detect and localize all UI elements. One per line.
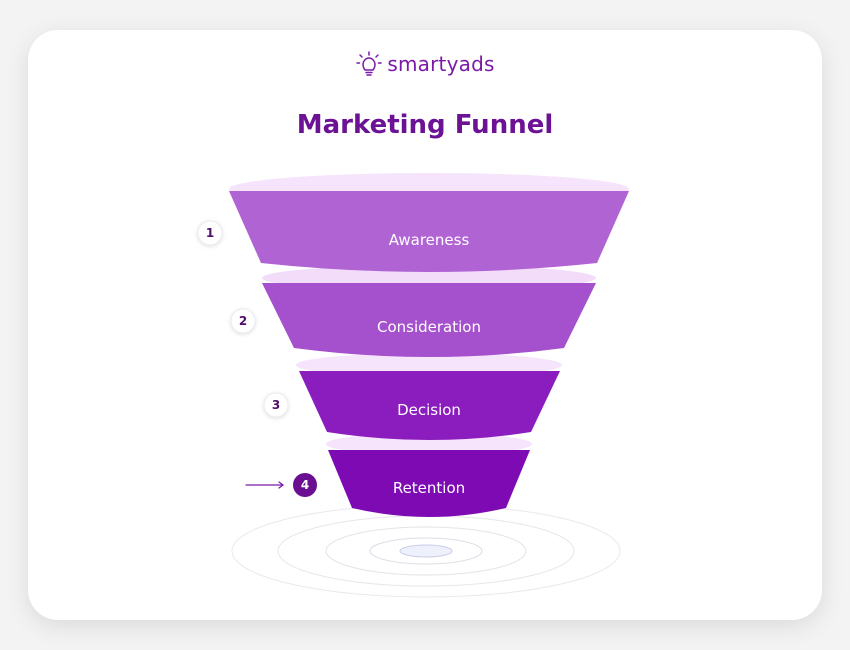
brand-name: smartyads [387,52,495,76]
brand-logo: smartyads [0,50,850,78]
arrow-right-icon [245,481,284,489]
stage-number-4: 4 [301,478,309,492]
stage-number-badge-2: 2 [230,308,256,334]
stage-number-1: 1 [206,226,214,240]
stage-rim [326,433,532,455]
stage-number-badge-4: 4 [293,473,317,497]
stage-body [229,191,629,272]
stage-number-badge-1: 1 [197,220,223,246]
page-title: Marketing Funnel [296,110,554,140]
stage-number-badge-3: 3 [263,392,289,418]
stage-body [299,371,560,440]
stage-number-2: 2 [239,314,247,328]
stage-body [328,450,530,517]
funnel-stage-consideration: Consideration [262,265,596,357]
funnel-stage-retention: Retention [326,433,532,517]
stage-label-awareness: Awareness [389,231,470,249]
lightbulb-icon [356,51,383,76]
stage-label-decision: Decision [397,401,461,419]
stage-label-retention: Retention [393,479,465,497]
stage-label-consideration: Consideration [377,318,481,336]
stage-number-3: 3 [272,398,280,412]
base-rings [231,504,621,598]
funnel-stage-decision: Decision [296,353,562,440]
stage-body [262,283,596,357]
funnel-stage-awareness: Awareness [229,173,629,272]
